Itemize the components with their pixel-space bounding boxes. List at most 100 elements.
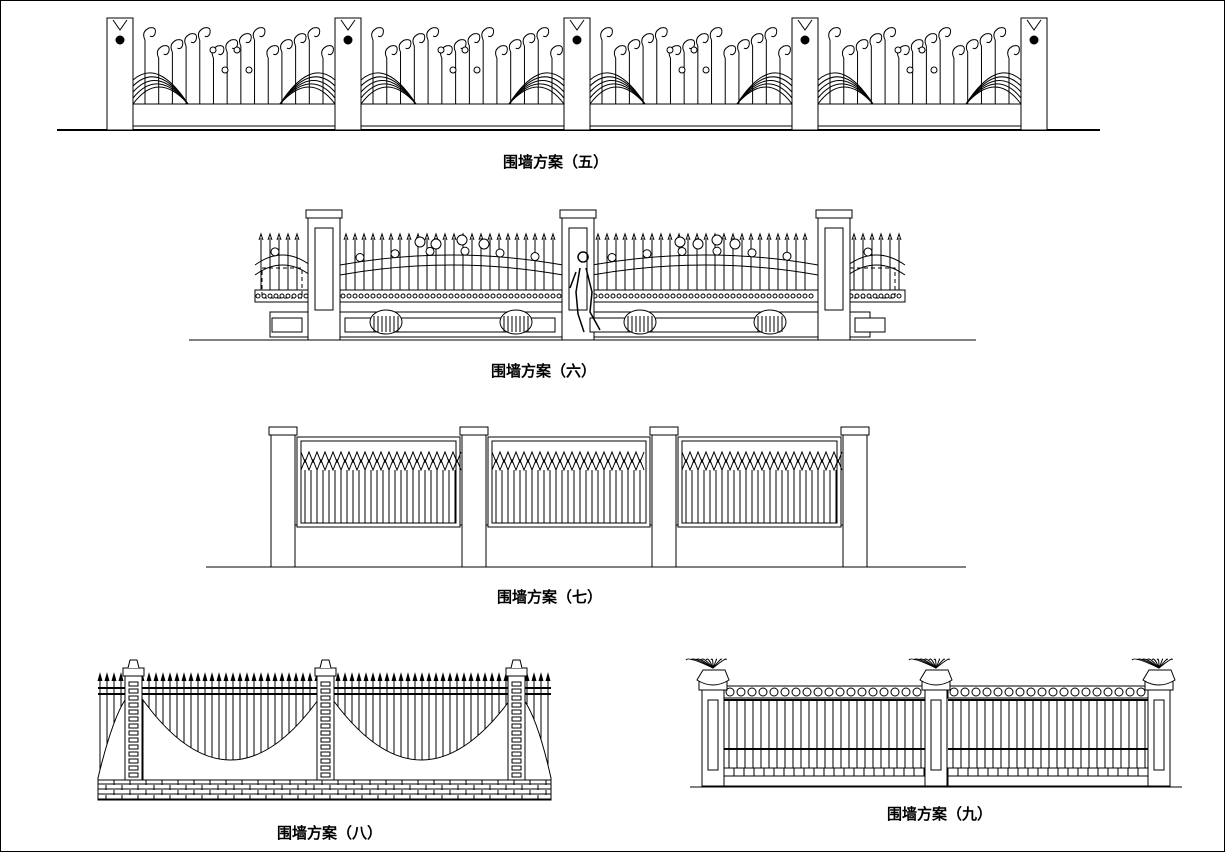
spear-tip xyxy=(118,672,124,682)
spear-tip xyxy=(195,672,201,682)
planter-foliage xyxy=(520,293,526,299)
rail-ring xyxy=(460,246,470,256)
planter-foliage xyxy=(604,293,610,299)
lantern-top xyxy=(319,659,332,669)
spear-tip xyxy=(730,232,736,241)
wall-panel xyxy=(271,317,303,333)
pillar-brick xyxy=(320,723,331,729)
fence-scheme-5 xyxy=(57,17,1100,131)
scroll-top xyxy=(723,45,737,59)
planter-foliage xyxy=(652,293,658,299)
spear-tip xyxy=(216,672,222,682)
lantern-top xyxy=(127,659,140,669)
spear-tip xyxy=(377,672,383,682)
scroll-top xyxy=(883,27,896,41)
scroll-top xyxy=(536,27,550,41)
fan-arc-left xyxy=(360,72,417,105)
planter-foliage xyxy=(628,293,634,299)
scroll-top xyxy=(197,27,211,41)
planter-foliage xyxy=(754,293,760,299)
planter-foliage xyxy=(646,293,652,299)
ornament-circle xyxy=(461,46,469,54)
planter-foliage xyxy=(484,293,490,299)
flower-spray xyxy=(712,658,727,669)
scroll-top xyxy=(495,45,508,59)
pillar-v-mark xyxy=(112,19,128,31)
ring-ornament xyxy=(1136,687,1146,697)
pillar-brick xyxy=(128,723,139,729)
ring-ornament xyxy=(993,687,1003,697)
fence-scheme-7 xyxy=(206,426,966,568)
spear-tip xyxy=(531,672,537,682)
ring-ornament xyxy=(912,687,922,697)
spear-tip xyxy=(174,672,180,682)
spear-tip xyxy=(237,672,243,682)
spear-tip xyxy=(370,672,376,682)
scroll-top xyxy=(293,33,307,47)
spear-tip xyxy=(802,232,808,241)
spear-tip xyxy=(307,672,313,682)
spear-tip xyxy=(258,232,264,241)
planter-foliage xyxy=(598,293,604,299)
ring-ornament xyxy=(1081,687,1091,697)
spear-tip xyxy=(595,232,601,241)
flower-spray xyxy=(928,658,937,669)
spear-tip xyxy=(550,232,556,241)
base-wall xyxy=(589,103,793,127)
spear-tip xyxy=(370,232,376,241)
scroll-top xyxy=(613,45,627,59)
planter-foliage xyxy=(694,293,700,299)
scroll-top xyxy=(143,27,156,41)
spear-tip xyxy=(343,232,349,241)
pillar-brick xyxy=(511,709,522,715)
pillar-brick xyxy=(320,765,331,771)
planter-foliage xyxy=(358,293,364,299)
pillar-brick xyxy=(320,695,331,701)
ring-ornament xyxy=(1103,687,1113,697)
flower-ornament xyxy=(430,238,442,250)
planter-foliage xyxy=(538,293,544,299)
pillar-brick xyxy=(320,772,331,778)
pillar-cap xyxy=(314,667,337,677)
scroll-top xyxy=(696,33,709,47)
spear-tip xyxy=(230,672,236,682)
pillar-recess xyxy=(824,227,844,311)
ornament-circle xyxy=(690,46,698,54)
ring-ornament xyxy=(857,687,867,697)
scroll-top xyxy=(841,45,855,59)
spear-tip xyxy=(146,672,152,682)
lantern-top xyxy=(510,659,523,669)
planter-foliage xyxy=(406,293,412,299)
spear-tip xyxy=(468,672,474,682)
ornament-circle xyxy=(437,46,445,54)
ring-ornament xyxy=(813,687,823,697)
ring-ornament xyxy=(949,687,959,697)
planter-foliage xyxy=(376,293,382,299)
spear-tip xyxy=(748,232,754,241)
rail-ring xyxy=(270,247,280,257)
ring-ornament xyxy=(780,687,790,697)
spear-tip xyxy=(640,232,646,241)
planter-foliage xyxy=(255,293,261,299)
pillar-brick xyxy=(511,758,522,764)
pillar-brick xyxy=(128,744,139,750)
rail-ring xyxy=(495,248,505,258)
low-wall xyxy=(675,524,844,568)
wall-panel xyxy=(854,317,886,333)
pillar xyxy=(842,433,868,568)
planter-foliage xyxy=(466,293,472,299)
spear-tip xyxy=(694,232,700,241)
spear-tip xyxy=(496,672,502,682)
flower-urn xyxy=(1142,669,1176,686)
scroll-top xyxy=(938,27,952,41)
planter-foliage xyxy=(658,293,664,299)
spear-tip xyxy=(286,672,292,682)
scroll-top xyxy=(869,33,883,47)
pillar-brick xyxy=(320,758,331,764)
planter-foliage xyxy=(724,293,730,299)
spear-tip xyxy=(265,672,271,682)
scroll-top xyxy=(993,27,1007,41)
planter-foliage xyxy=(496,293,502,299)
spear-tip xyxy=(447,672,453,682)
pillar-cap xyxy=(840,426,870,436)
